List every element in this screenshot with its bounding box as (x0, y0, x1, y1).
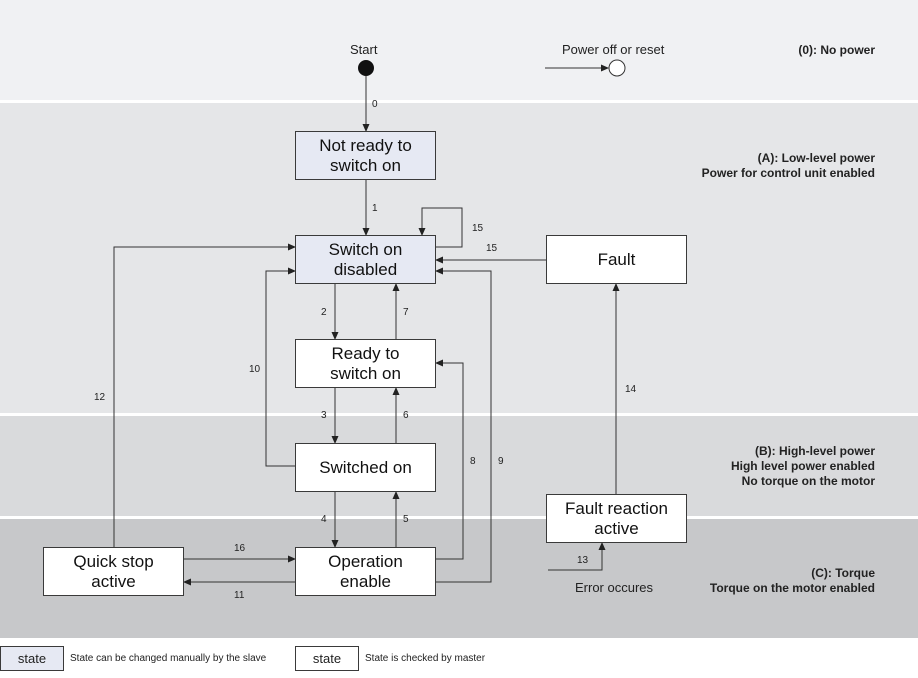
transition-1: 1 (372, 203, 378, 214)
state-label: Fault reaction active (565, 498, 668, 538)
state-label: Quick stop active (73, 551, 154, 591)
transition-5: 5 (403, 514, 409, 525)
state-label: Operation enable (328, 551, 403, 591)
region-label-no-power: (0): No power (798, 43, 875, 57)
region-no-power (0, 0, 918, 100)
transition-7: 7 (403, 307, 409, 318)
transition-15-loop: 15 (472, 223, 484, 234)
transition-6: 6 (403, 410, 409, 421)
legend-master-text: State is checked by master (365, 653, 486, 664)
transition-2: 2 (321, 307, 327, 318)
region-low-level-power (0, 103, 918, 413)
power-off-label: Power off or reset (562, 42, 665, 57)
transition-12: 12 (94, 392, 106, 403)
arrow-12 (113, 243, 296, 547)
state-switch-on-disabled: Switch on disabled (295, 235, 436, 284)
state-label: Switch on disabled (328, 239, 403, 279)
transition-10: 10 (249, 364, 261, 375)
transition-14: 14 (625, 384, 637, 395)
transition-4: 4 (321, 514, 327, 525)
region-high-level-power (0, 416, 918, 516)
state-label: Ready to switch on (330, 343, 401, 383)
transition-8: 8 (470, 456, 476, 467)
transition-13: 13 (577, 555, 589, 566)
transition-0: 0 (372, 99, 378, 110)
state-fault: Fault (546, 235, 687, 284)
end-circle (608, 59, 626, 77)
error-label: Error occures (575, 580, 654, 595)
state-switched-on: Switched on (295, 443, 436, 492)
arrow-8 (435, 359, 464, 560)
region-label-low-level-power: (A): Low-level power Power for control u… (701, 151, 875, 180)
arrow-9 (435, 267, 492, 583)
arrow-13 (548, 542, 606, 571)
state-ready-to-switch-on: Ready to switch on (295, 339, 436, 388)
state-fault-reaction-active: Fault reaction active (546, 494, 687, 543)
region-label-high-level-power: (B): High-level power High level power e… (730, 444, 875, 488)
arrow-10 (265, 267, 296, 467)
legend-slave-swatch: state (0, 646, 64, 671)
legend-master-swatch: state (295, 646, 359, 671)
transition-16: 16 (234, 543, 246, 554)
state-label: Switched on (319, 457, 412, 477)
state-operation-enable: Operation enable (295, 547, 436, 596)
state-label: Fault (597, 249, 636, 269)
legend-slave-text: State can be changed manually by the sla… (70, 653, 267, 664)
transition-15-fault: 15 (486, 243, 498, 254)
state-label: Not ready to switch on (319, 135, 412, 175)
transition-11: 11 (234, 590, 245, 601)
transition-9: 9 (498, 456, 504, 467)
state-not-ready-to-switch-on: Not ready to switch on (295, 131, 436, 180)
start-label: Start (350, 42, 378, 57)
region-label-torque: (C): Torque Torque on the motor enabled (709, 566, 875, 595)
arrow-15-loop (418, 207, 463, 248)
start-dot (358, 60, 374, 76)
state-quick-stop-active: Quick stop active (43, 547, 184, 596)
transition-3: 3 (321, 410, 327, 421)
